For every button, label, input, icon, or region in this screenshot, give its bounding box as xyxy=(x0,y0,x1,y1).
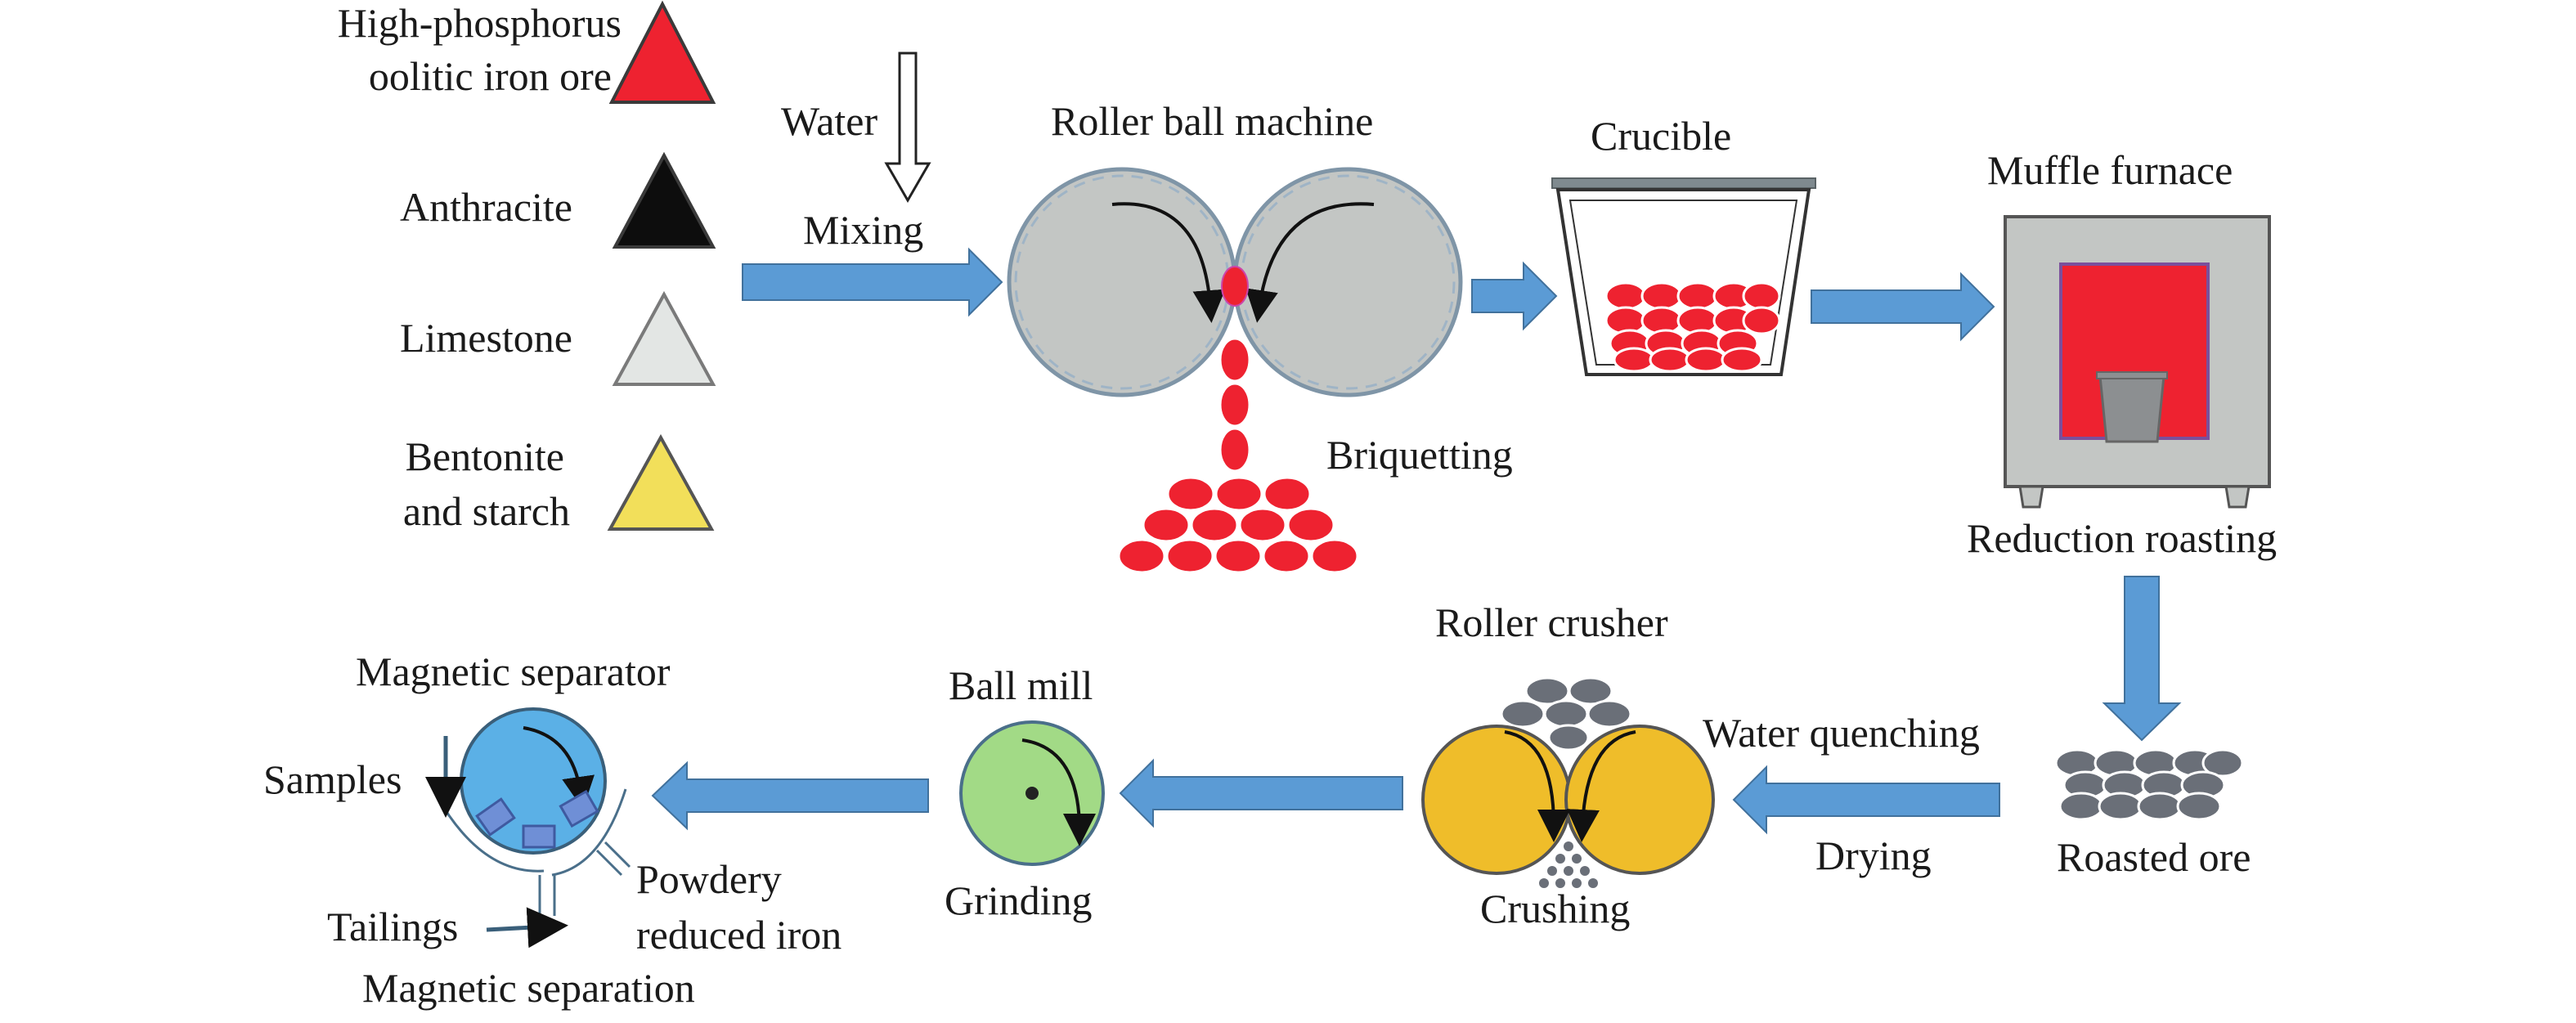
muffle-furnace-label: Muffle furnace xyxy=(1987,147,2233,193)
material-limestone-label: Limestone xyxy=(400,315,572,361)
flow-arrow-to-mill xyxy=(1119,758,1403,828)
briquette-pellets-icon xyxy=(1117,337,1359,574)
samples-label: Samples xyxy=(263,756,402,802)
material-limestone: Limestone xyxy=(400,290,716,386)
crucible-icon xyxy=(1551,177,1816,376)
roller-crusher-icon xyxy=(1421,676,1715,888)
water-arrow-icon xyxy=(884,52,931,203)
material-bentonite-label-1: Bentonite xyxy=(406,433,564,479)
magnetic-separation-label: Magnetic separation xyxy=(362,965,695,1011)
roller-ball-machine-icon xyxy=(1007,167,1463,397)
reduction-roasting-label: Reduction roasting xyxy=(1967,515,2277,561)
magnetic-separator-icon xyxy=(425,707,631,949)
roasted-ore-icon xyxy=(2054,748,2244,821)
crushing-label: Crushing xyxy=(1480,886,1630,931)
material-anthracite: Anthracite xyxy=(400,151,716,249)
roasted-ore-label: Roasted ore xyxy=(2057,834,2251,880)
water-label: Water xyxy=(781,98,877,144)
material-bentonite: Bentonite and starch xyxy=(403,433,715,534)
flow-arrow-down-roasted xyxy=(2102,576,2182,742)
grinding-label: Grinding xyxy=(945,877,1093,923)
flow-arrow-to-furnace xyxy=(1811,271,1995,342)
mixing-label: Mixing xyxy=(803,207,923,253)
anthracite-triangle-icon xyxy=(612,151,716,249)
flow-arrow-mixing xyxy=(742,247,1003,317)
muffle-furnace-icon xyxy=(2004,215,2271,509)
material-bentonite-label-2: and starch xyxy=(403,488,570,534)
material-anthracite-label: Anthracite xyxy=(400,184,572,230)
material-ore-label-1: High-phosphorus xyxy=(338,0,622,46)
tailings-label: Tailings xyxy=(327,904,458,949)
flow-arrow-to-crucible xyxy=(1471,261,1558,331)
bentonite-triangle-icon xyxy=(607,433,715,531)
flow-arrow-to-separator xyxy=(651,761,929,831)
roller-ball-machine-label: Roller ball machine xyxy=(1051,98,1373,144)
powdery-label-2: reduced iron xyxy=(636,912,841,958)
material-ore-label-2: oolitic iron ore xyxy=(369,53,612,99)
roller-crusher-label: Roller crusher xyxy=(1435,599,1668,645)
magnetic-separator-label: Magnetic separator xyxy=(356,648,671,694)
crucible-label: Crucible xyxy=(1591,113,1731,159)
material-ore: High-phosphorus oolitic iron ore xyxy=(338,0,716,104)
powdery-label-1: Powdery xyxy=(636,856,782,902)
flow-arrow-quenching xyxy=(1732,765,2000,835)
water-quenching-label: Water quenching xyxy=(1703,710,1980,756)
ore-triangle-icon xyxy=(608,0,716,104)
ball-mill-label: Ball mill xyxy=(949,662,1093,708)
briquetting-label: Briquetting xyxy=(1326,432,1513,478)
ball-mill-icon xyxy=(959,720,1105,866)
drying-label: Drying xyxy=(1815,832,1932,878)
limestone-triangle-icon xyxy=(612,290,716,386)
